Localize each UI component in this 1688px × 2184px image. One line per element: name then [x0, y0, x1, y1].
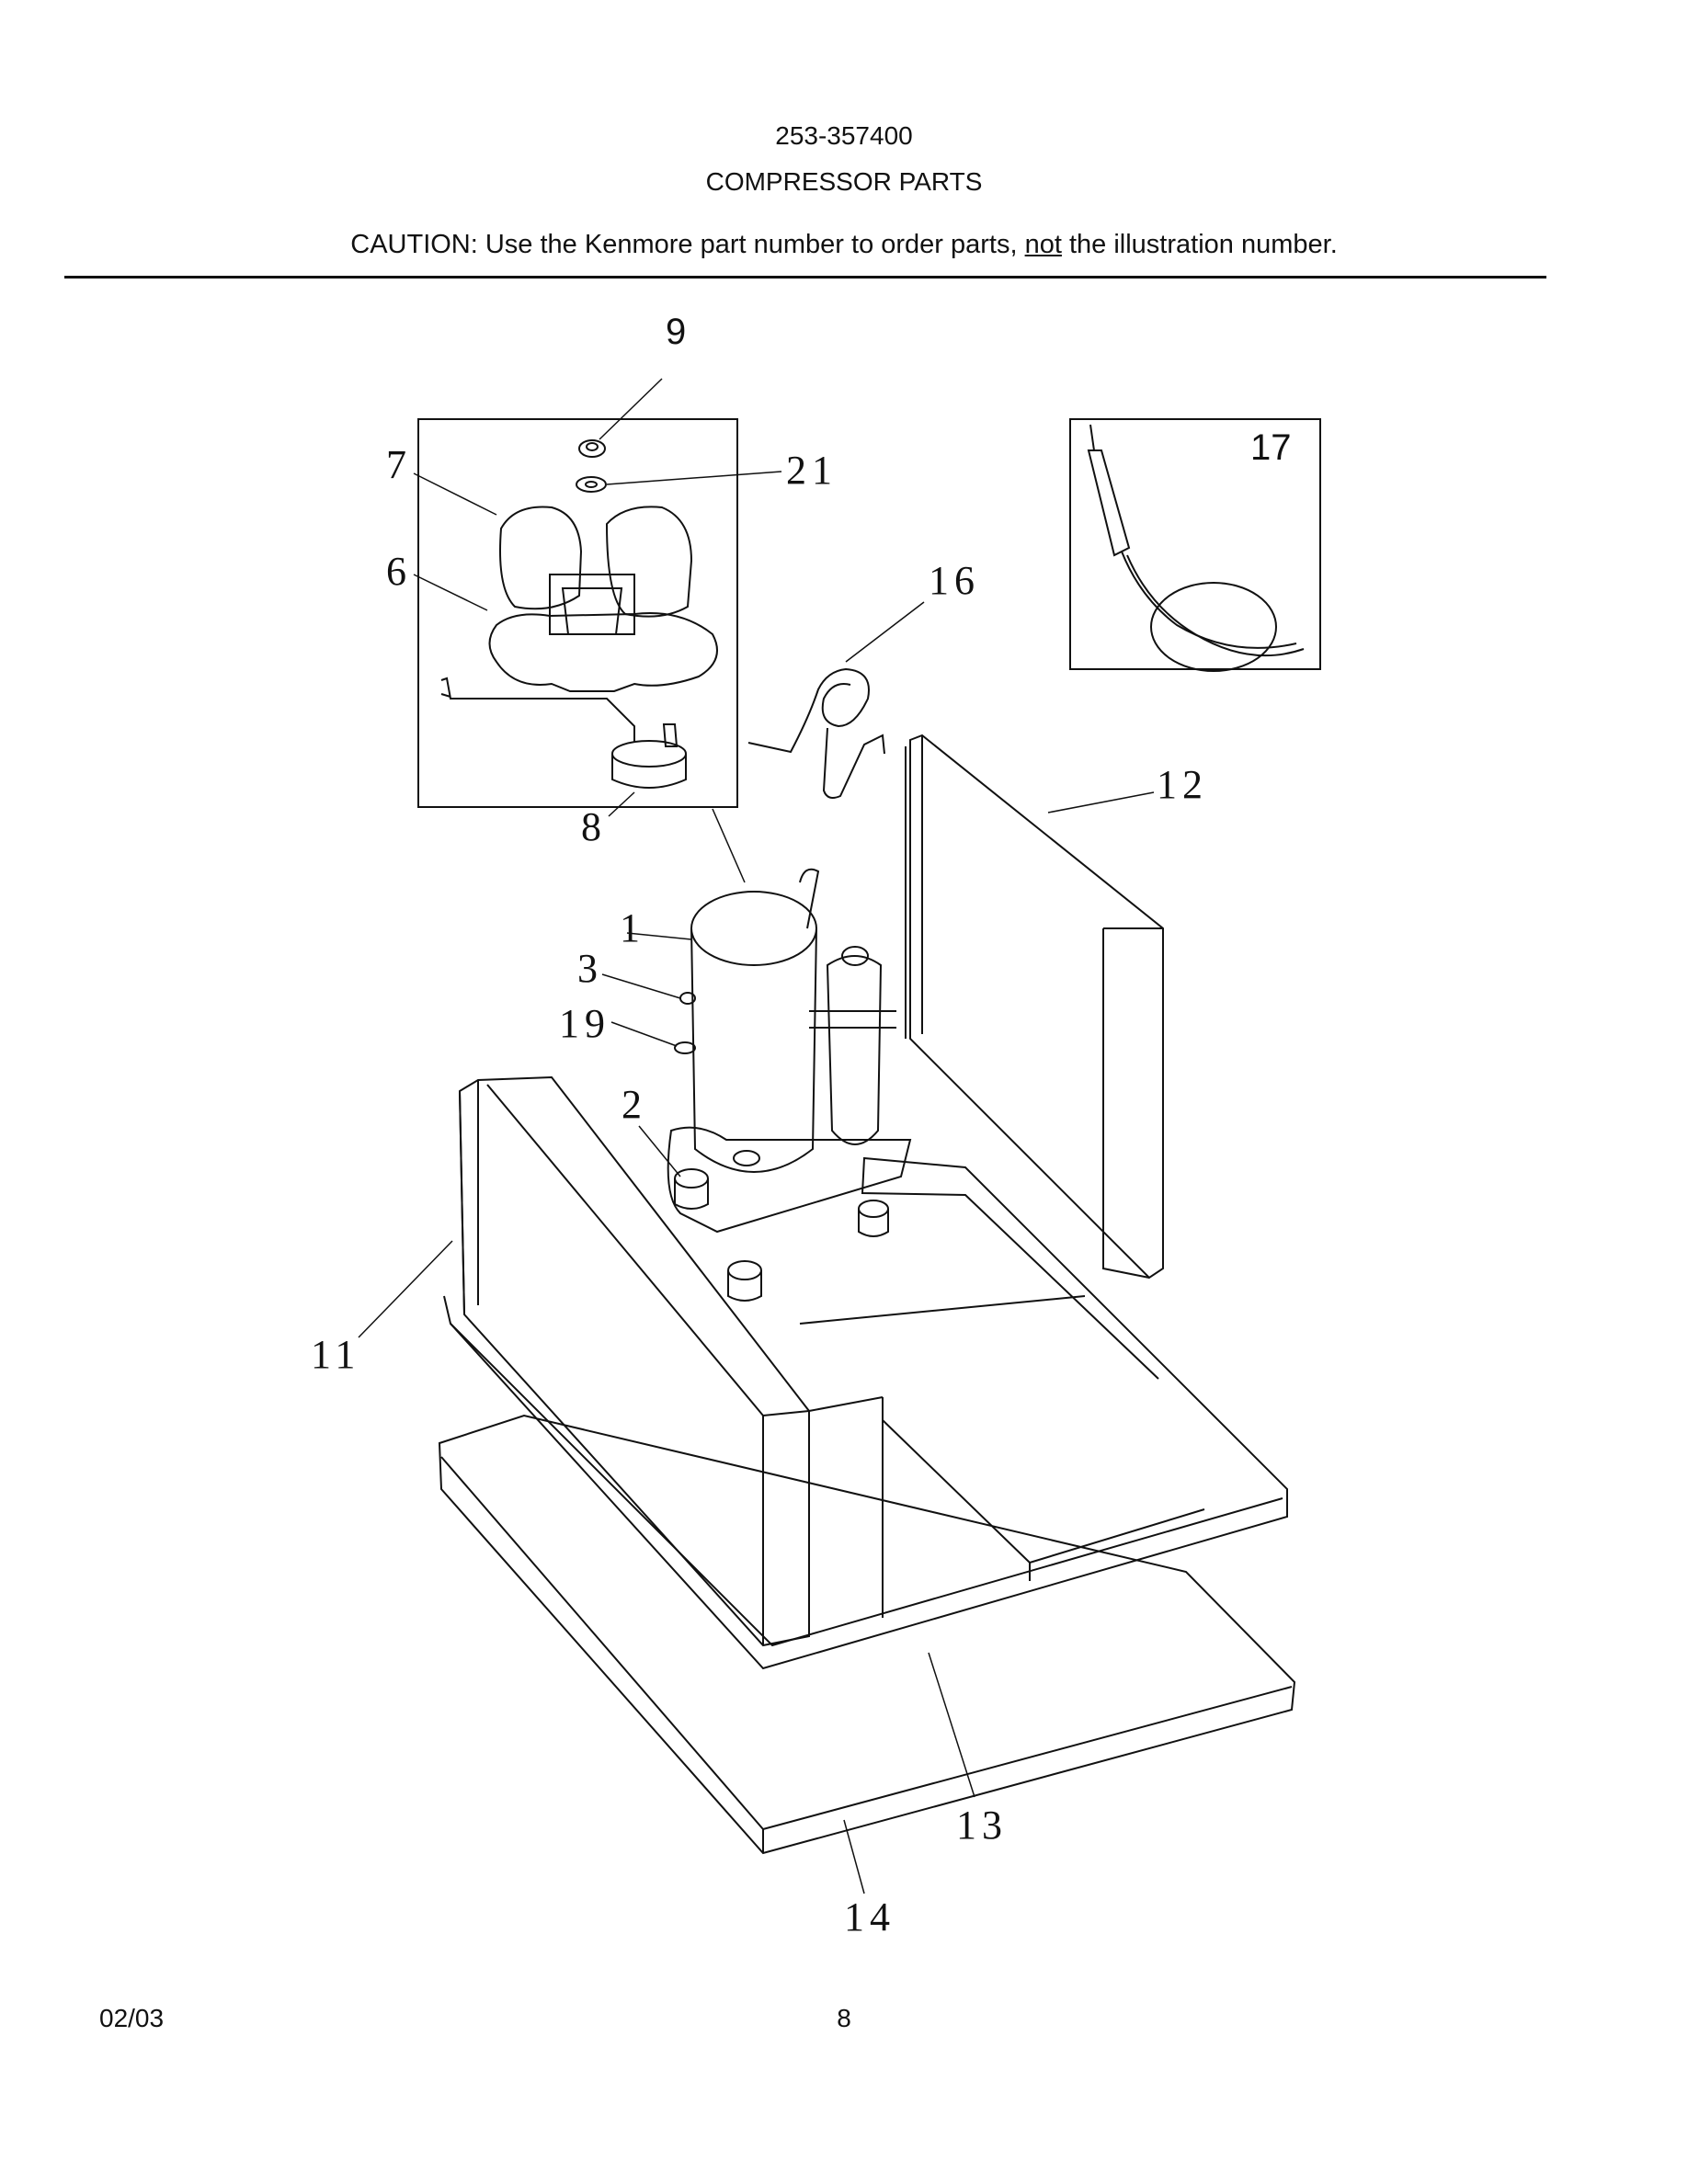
washer-part-19 [674, 1041, 696, 1054]
callout-19: 19 [559, 1001, 610, 1046]
callout-8: 8 [581, 804, 601, 849]
callout-7: 7 [386, 442, 406, 487]
header-rule [64, 276, 1546, 279]
section-title: COMPRESSOR PARTS [705, 167, 983, 196]
callout-2: 2 [622, 1082, 642, 1127]
compressor-part-1 [690, 868, 896, 1173]
callout-16: 16 [929, 558, 980, 603]
grommet-part-2 [667, 1126, 912, 1302]
revision-date: 02/03 [99, 2004, 165, 2032]
nut-part-9 [578, 439, 606, 458]
basepan-part-13 [443, 1156, 1288, 1670]
callout-13: 13 [956, 1803, 1008, 1848]
caution-note: CAUTION: Use the Kenmore part number to … [0, 230, 1688, 260]
condenser-coil-part-12 [905, 734, 1164, 1280]
model-number: 253-357400 [775, 121, 913, 150]
caution-prefix: CAUTION: Use the Kenmore part number to … [350, 230, 1025, 259]
gasket-part-6 [488, 611, 718, 692]
callout-12: 12 [1157, 762, 1208, 807]
drier-part-17 [1087, 424, 1305, 672]
callout-21: 21 [786, 448, 838, 493]
terminal-cover-part-7 [499, 506, 693, 635]
callout-3: 3 [577, 946, 598, 991]
caution-underlined: not [1024, 230, 1062, 259]
caution-suffix: the illustration number. [1061, 230, 1338, 259]
callout-9: 9 [666, 312, 686, 352]
overload-protector-part-8 [440, 677, 687, 789]
washer-part-21 [576, 476, 607, 493]
page-number: 8 [837, 2004, 851, 2032]
callout-11: 11 [311, 1332, 360, 1377]
inset-box-protector [417, 418, 738, 808]
evaporator-coil-part-11 [458, 1075, 884, 1647]
callout-1: 1 [620, 905, 640, 950]
callout-14: 14 [844, 1894, 895, 1939]
capillary-spring-part-16 [747, 667, 885, 799]
callout-6: 6 [386, 549, 406, 594]
bottom-pan-part-14 [438, 1414, 1296, 1855]
callout-17: 17 [1250, 427, 1292, 468]
